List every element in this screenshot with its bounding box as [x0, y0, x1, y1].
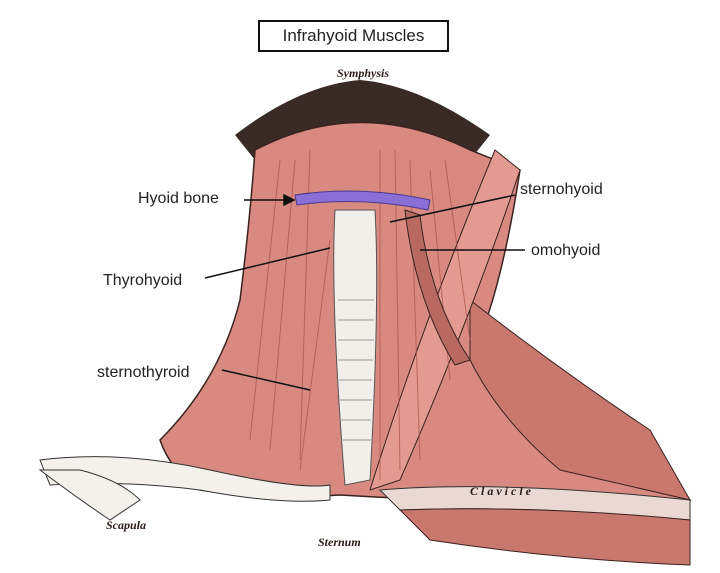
label-sternothyroid: sternothyroid	[97, 364, 190, 381]
label-thyrohyoid: Thyrohyoid	[103, 272, 183, 289]
scapula-bone	[38, 469, 141, 521]
label-sternohyoid: sternohyoid	[520, 181, 603, 198]
label-omohyoid: omohyoid	[531, 242, 601, 259]
engraved-sternum: Sternum	[318, 535, 361, 549]
engraved-scapula: Scapula	[106, 518, 147, 532]
label-hyoid-bone: Hyoid bone	[138, 190, 219, 207]
hyoid-bone	[294, 190, 431, 211]
pointer-lines	[204, 193, 525, 391]
tracheal-rings	[338, 299, 374, 441]
clavicle-bone	[39, 456, 331, 502]
trapezius	[469, 298, 692, 501]
engraved-clavicle: Clavicle	[470, 484, 534, 498]
engraved-symphysis: Symphysis	[337, 66, 390, 80]
diagram-title: Infrahyoid Muscles	[258, 20, 449, 52]
larynx-trachea	[333, 209, 378, 486]
pectoral	[398, 508, 691, 566]
omohyoid-muscle	[404, 209, 471, 366]
